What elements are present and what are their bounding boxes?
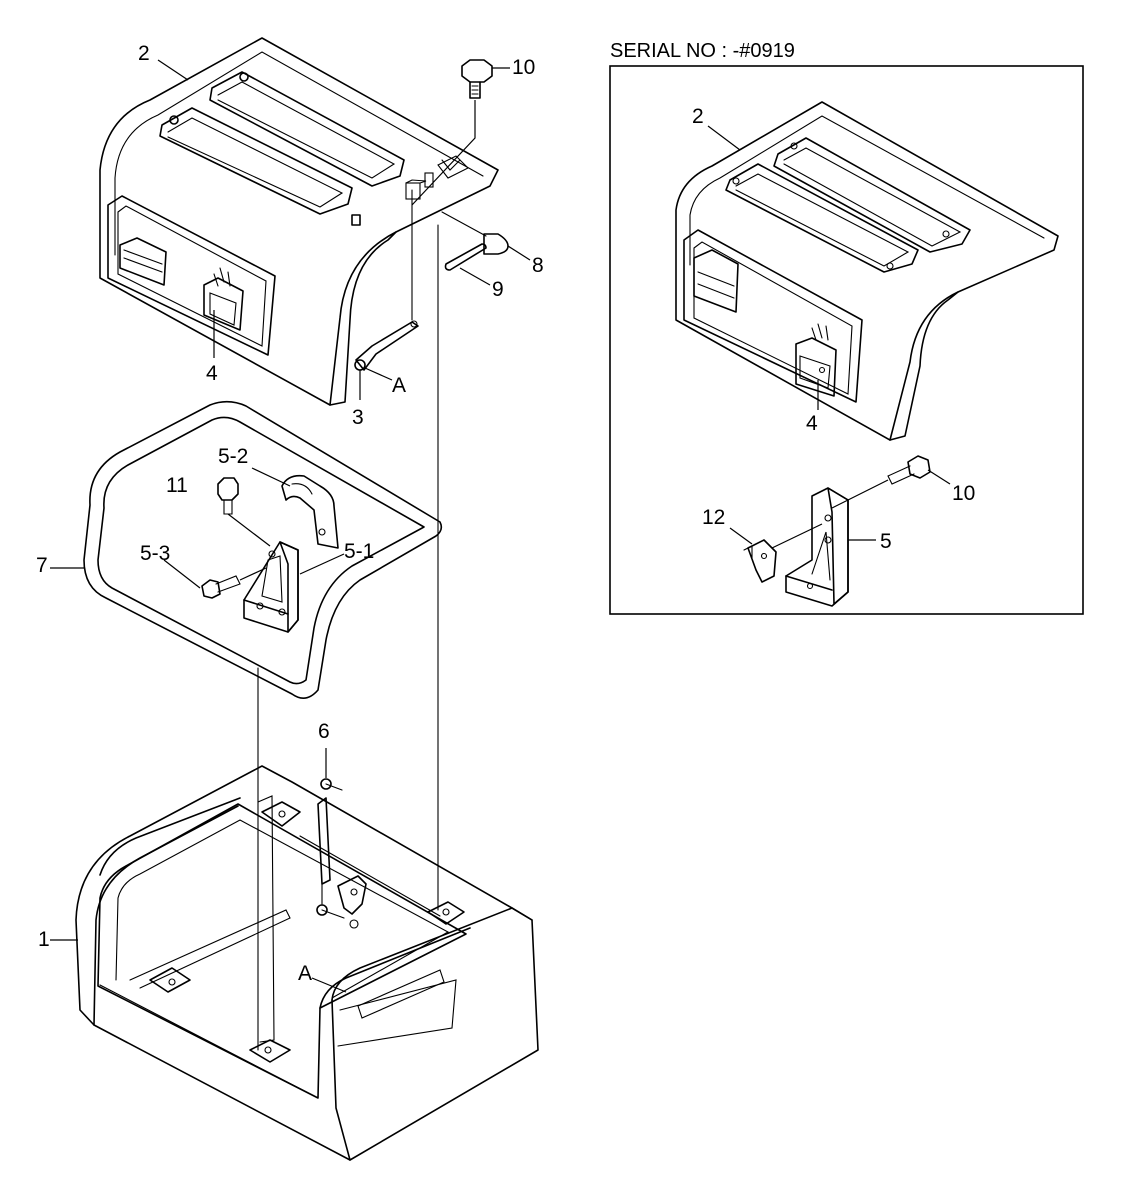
callout-11: 11 [166, 474, 188, 497]
callout-a-bottom: A [298, 962, 312, 985]
inset-callout-5: 5 [880, 530, 892, 553]
callout-5-1: 5-1 [344, 540, 374, 563]
inset-bracket-5 [785, 487, 849, 607]
callout-a-top: A [392, 374, 406, 397]
callout-1: 1 [38, 928, 50, 951]
stay-3 [354, 189, 419, 400]
inset-bolt-10 [831, 455, 951, 509]
hinge-5-2 [281, 474, 339, 549]
bolt-5-3 [201, 567, 267, 599]
callout-2: 2 [138, 42, 150, 65]
serial-number-note: SERIAL NO : -#0919 [610, 40, 795, 62]
callout-10: 10 [512, 56, 535, 79]
pin-8 [441, 211, 531, 261]
callout-3: 3 [352, 406, 364, 429]
base-box-1 [75, 765, 539, 1161]
cover-hood [99, 37, 499, 406]
callout-5-2: 5-2 [218, 445, 248, 468]
inset-callout-12: 12 [702, 506, 725, 529]
callout-8: 8 [532, 254, 544, 277]
inset-callout-4: 4 [806, 412, 818, 435]
inset-callout-2: 2 [692, 105, 704, 128]
inset-callout-10: 10 [952, 482, 975, 505]
callout-5-3: 5-3 [140, 542, 170, 565]
inset-frame [609, 65, 1084, 615]
bracket-5-1 [243, 541, 299, 633]
gas-spring-6 [316, 748, 345, 919]
inset-cover-hood [675, 101, 1059, 441]
guard-frame-7 [83, 400, 443, 699]
callout-7: 7 [36, 554, 48, 577]
bolt-11 [217, 477, 271, 547]
callout-6: 6 [318, 720, 330, 743]
bolt-10 [411, 59, 510, 206]
callout-4: 4 [206, 362, 218, 385]
callout-9: 9 [492, 278, 504, 301]
clip-9 [444, 243, 491, 286]
inset-catch-12 [729, 523, 823, 583]
